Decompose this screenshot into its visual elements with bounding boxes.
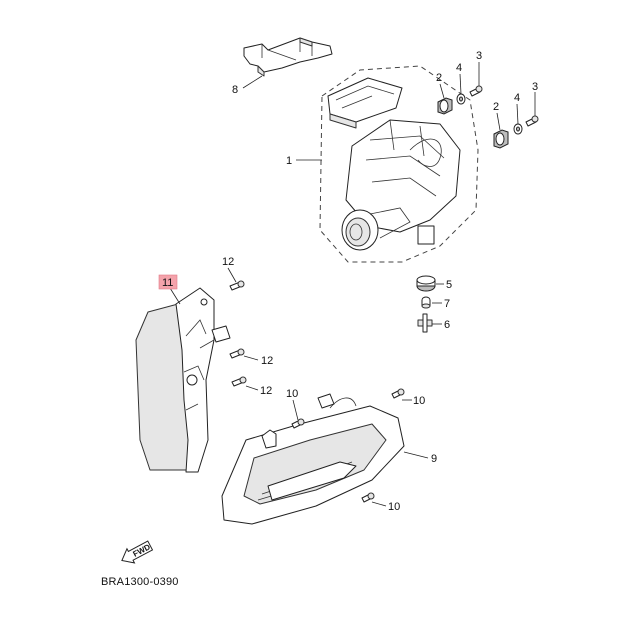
grommet-part-2-lower[interactable]: [493, 129, 509, 149]
collar-part-7[interactable]: [421, 296, 431, 309]
cover-part-11[interactable]: [135, 287, 231, 473]
screw-part-12-c[interactable]: [231, 376, 247, 387]
screw-part-10-a[interactable]: [291, 418, 305, 429]
washer-part-4-lower[interactable]: [513, 123, 523, 135]
callout-10-b: 10: [413, 395, 425, 407]
leader-lines: [169, 62, 536, 507]
headlight-assembly-part-1[interactable]: [319, 65, 479, 263]
bracket-part-8[interactable]: [243, 37, 333, 77]
callout-4-lower: 4: [514, 92, 520, 104]
screw-part-10-b[interactable]: [391, 388, 405, 399]
callout-12-c: 12: [260, 385, 272, 397]
position-light-part-9[interactable]: [221, 393, 405, 525]
callout-12-a: 12: [222, 256, 234, 268]
callout-8: 8: [232, 84, 238, 96]
bolt-part-6[interactable]: [417, 313, 433, 333]
callout-10-c: 10: [388, 501, 400, 513]
callout-2-upper: 2: [436, 72, 442, 84]
callout-3-upper: 3: [476, 50, 482, 62]
diagram-code: BRA1300-0390: [101, 576, 179, 588]
callout-12-b: 12: [261, 355, 273, 367]
callout-7: 7: [444, 298, 450, 310]
forward-direction-marker: FWD: [121, 540, 154, 564]
washer-part-4-upper[interactable]: [456, 93, 466, 105]
grommet-part-5[interactable]: [416, 275, 436, 292]
screw-part-12-b[interactable]: [229, 348, 245, 359]
highlight-box-part-11: [158, 274, 178, 290]
callout-2-lower: 2: [493, 101, 499, 113]
screw-part-12-a[interactable]: [229, 280, 245, 291]
grommet-part-2-upper[interactable]: [437, 97, 453, 115]
callout-9: 9: [431, 453, 437, 465]
screw-part-3-upper[interactable]: [469, 85, 483, 97]
callout-3-lower: 3: [532, 81, 538, 93]
callout-6: 6: [444, 319, 450, 331]
screw-part-3-lower[interactable]: [525, 115, 539, 127]
forward-arrow-icon: [121, 540, 154, 564]
callout-4-upper: 4: [456, 62, 462, 74]
screw-part-10-c[interactable]: [361, 492, 375, 503]
callout-10-a: 10: [286, 388, 298, 400]
callout-5: 5: [446, 279, 452, 291]
callout-11: 11: [162, 277, 173, 289]
callout-1: 1: [286, 155, 292, 167]
